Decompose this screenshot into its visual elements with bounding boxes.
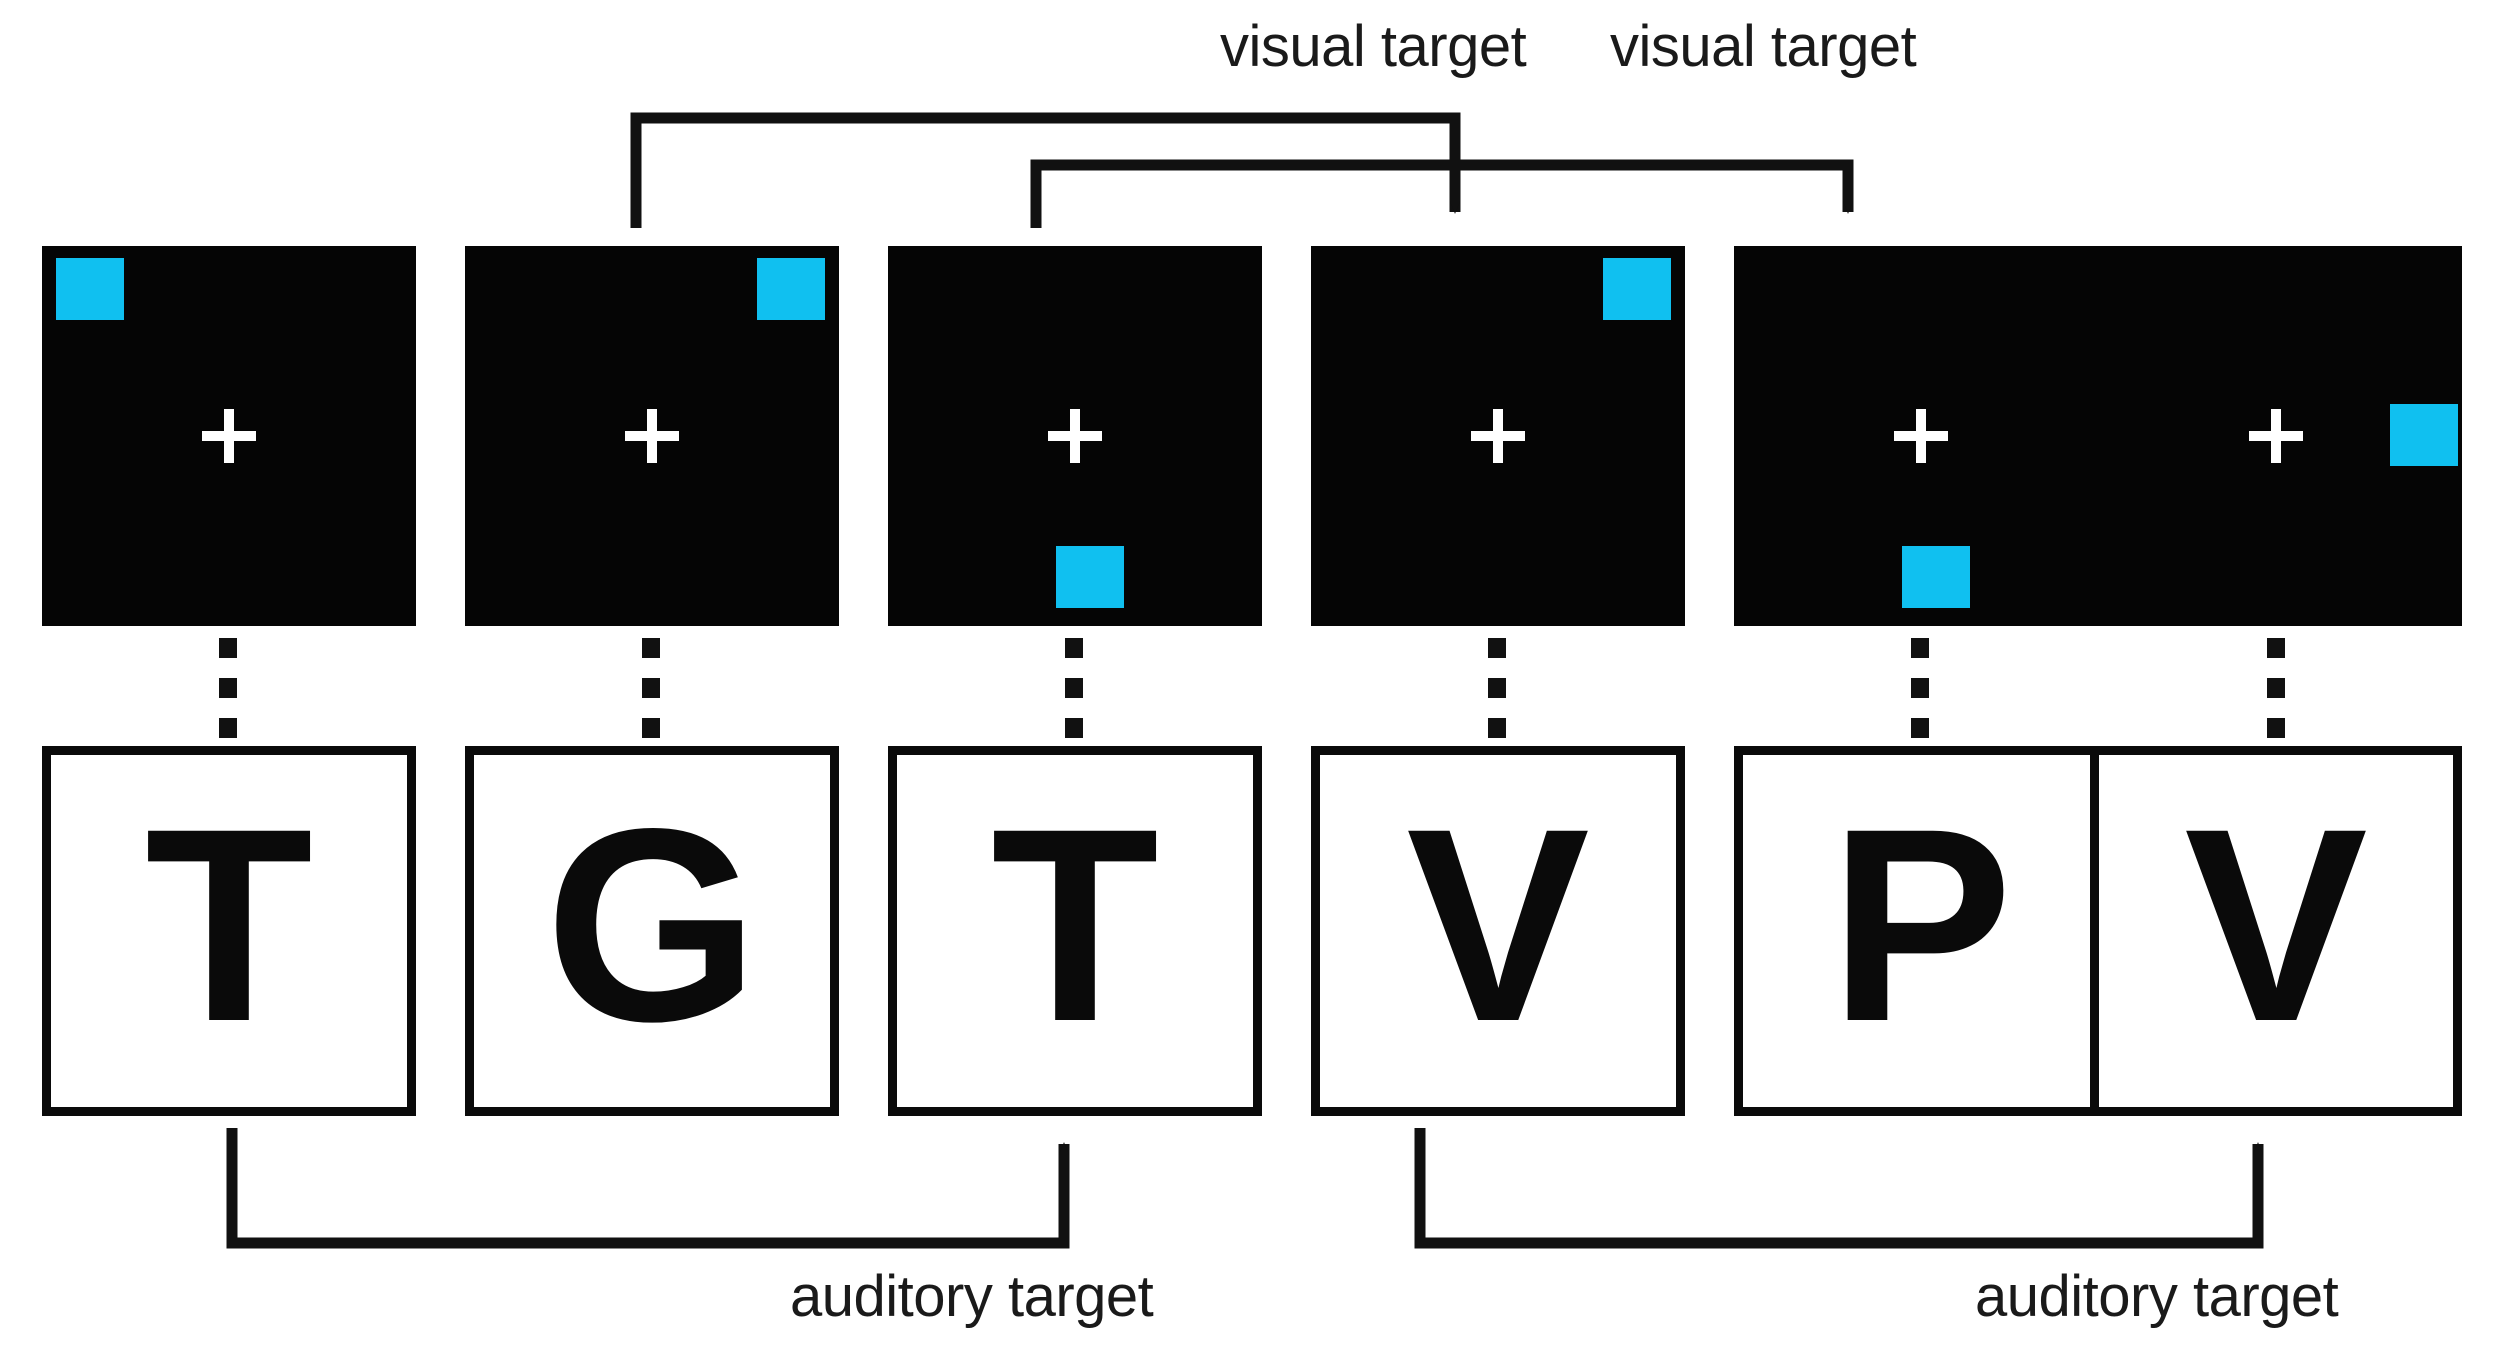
visual-cue-square-5 — [1902, 546, 1970, 608]
visual-cue-square-6 — [2390, 404, 2458, 466]
letter-box-5[interactable]: P — [1734, 746, 2108, 1116]
visual-panel-3[interactable] — [888, 246, 1262, 626]
visual-target-bracket-1 — [630, 112, 1461, 228]
top-label-visual-target-1: visual target — [1220, 14, 1527, 79]
dotted-connector-5 — [1911, 638, 1929, 744]
visual-target-bracket-2 — [1030, 159, 1854, 228]
letter-5: P — [1829, 771, 2013, 1079]
dotted-connector-2 — [642, 638, 660, 744]
fixation-cross-icon-3 — [1048, 409, 1102, 463]
letter-1: T — [145, 771, 313, 1079]
letter-box-1[interactable]: T — [42, 746, 416, 1116]
top-label-visual-target-2: visual target — [1610, 14, 1917, 79]
dotted-connector-1 — [219, 638, 237, 744]
visual-cue-square-1 — [56, 258, 124, 320]
letter-2: G — [545, 771, 759, 1079]
letter-3: T — [991, 771, 1159, 1079]
visual-panel-6[interactable] — [2090, 246, 2462, 626]
visual-panel-2[interactable] — [465, 246, 839, 626]
bottom-label-auditory-target-2: auditory target — [1975, 1264, 2339, 1329]
auditory-target-bracket-1 — [226, 1128, 1070, 1249]
fixation-cross-icon-1 — [202, 409, 256, 463]
fixation-cross-icon-5 — [1894, 409, 1948, 463]
letter-6: V — [2184, 771, 2368, 1079]
dotted-connector-3 — [1065, 638, 1083, 744]
visual-panel-4[interactable] — [1311, 246, 1685, 626]
letter-4: V — [1406, 771, 1590, 1079]
letter-box-4[interactable]: V — [1311, 746, 1685, 1116]
visual-cue-square-4 — [1603, 258, 1671, 320]
letter-box-2[interactable]: G — [465, 746, 839, 1116]
visual-panel-1[interactable] — [42, 246, 416, 626]
bottom-label-auditory-target-1: auditory target — [790, 1264, 1154, 1329]
letter-box-6[interactable]: V — [2090, 746, 2462, 1116]
visual-cue-square-2 — [757, 258, 825, 320]
visual-panel-5[interactable] — [1734, 246, 2108, 626]
fixation-cross-icon-4 — [1471, 409, 1525, 463]
dotted-connector-4 — [1488, 638, 1506, 744]
visual-cue-square-3 — [1056, 546, 1124, 608]
auditory-target-bracket-2 — [1414, 1128, 2264, 1249]
fixation-cross-icon-6 — [2249, 409, 2303, 463]
fixation-cross-icon-2 — [625, 409, 679, 463]
letter-box-3[interactable]: T — [888, 746, 1262, 1116]
dotted-connector-6 — [2267, 638, 2285, 744]
